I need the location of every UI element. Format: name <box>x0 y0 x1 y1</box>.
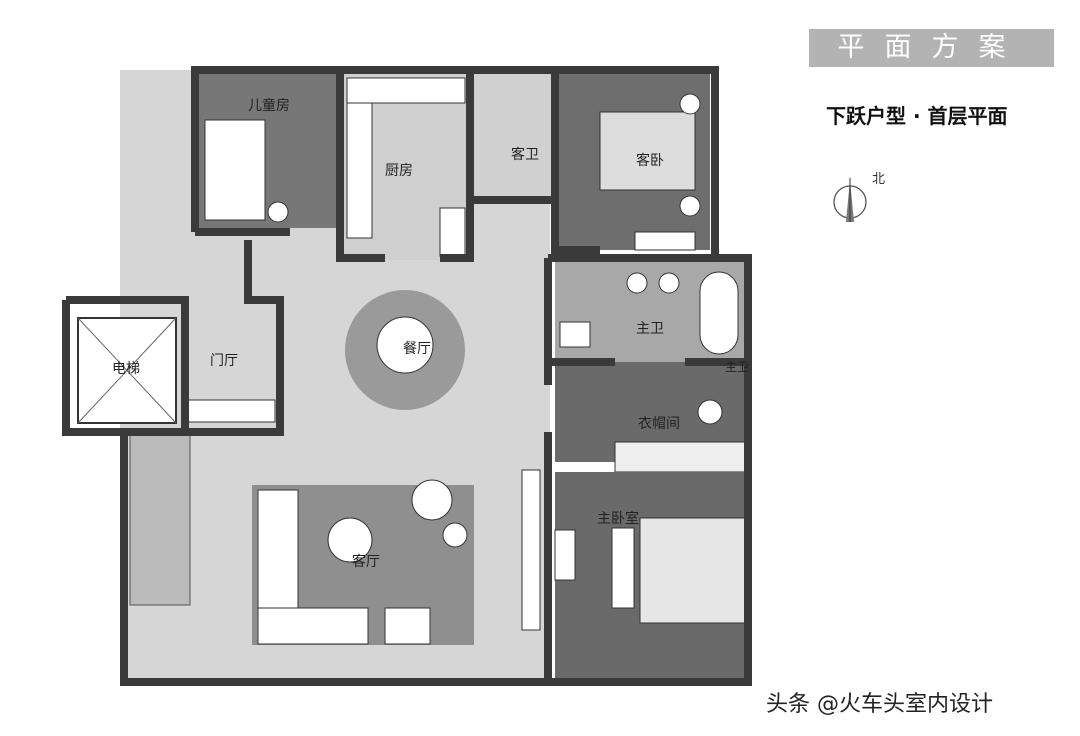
stairs <box>129 434 191 606</box>
kitchen-counter-left <box>346 102 373 239</box>
tv-cabinet <box>554 529 576 581</box>
label-living-room: 客厅 <box>352 554 380 570</box>
coffee-table <box>327 517 373 563</box>
label-guest-bedroom: 客卧 <box>636 153 664 169</box>
plan-header-band: 平面方案 <box>809 29 1054 67</box>
kitchen-counter-right <box>439 207 466 257</box>
label-children-room: 儿童房 <box>248 98 290 114</box>
north-arrow-icon <box>833 178 867 222</box>
nightstand-lamp <box>679 93 701 115</box>
label-kitchen: 厨房 <box>385 163 413 179</box>
ottoman <box>384 607 431 645</box>
label-master-bath-small: 主卫 <box>725 360 750 374</box>
basin <box>626 272 648 294</box>
guest-bath-floor <box>470 70 555 200</box>
closet-rail <box>614 441 746 473</box>
children-chair <box>267 201 289 223</box>
guest-desk <box>634 231 696 251</box>
guest-bed <box>599 111 696 191</box>
north-label: 北 <box>872 172 886 187</box>
bench <box>611 527 635 609</box>
armchair <box>411 479 453 521</box>
label-walk-in-closet: 衣帽间 <box>638 416 680 432</box>
dining-table <box>376 316 434 374</box>
closet-stool <box>697 399 723 425</box>
label-guest-bath: 客卫 <box>511 147 539 163</box>
label-foyer: 门厅 <box>210 353 238 369</box>
label-master-bedroom: 主卧室 <box>597 511 639 527</box>
plan-title: 下跃户型 · 首层平面 <box>826 104 1008 128</box>
children-bed <box>204 119 266 221</box>
tv-wall <box>521 469 541 631</box>
toilet <box>559 321 591 348</box>
foyer-cabinet <box>184 399 276 423</box>
nightstand-lamp <box>679 195 701 217</box>
kitchen-counter <box>346 77 466 104</box>
label-master-bath: 主卫 <box>636 321 664 337</box>
master-bed <box>639 517 746 624</box>
basin <box>658 272 680 294</box>
watermark: 头条 @火车头室内设计 <box>766 692 993 717</box>
walls <box>62 66 752 686</box>
side-table <box>442 522 468 548</box>
sofa-bottom <box>257 607 369 645</box>
label-dining: 餐厅 <box>403 341 431 357</box>
label-elevator: 电梯 <box>112 361 140 377</box>
bathtub <box>699 271 739 355</box>
